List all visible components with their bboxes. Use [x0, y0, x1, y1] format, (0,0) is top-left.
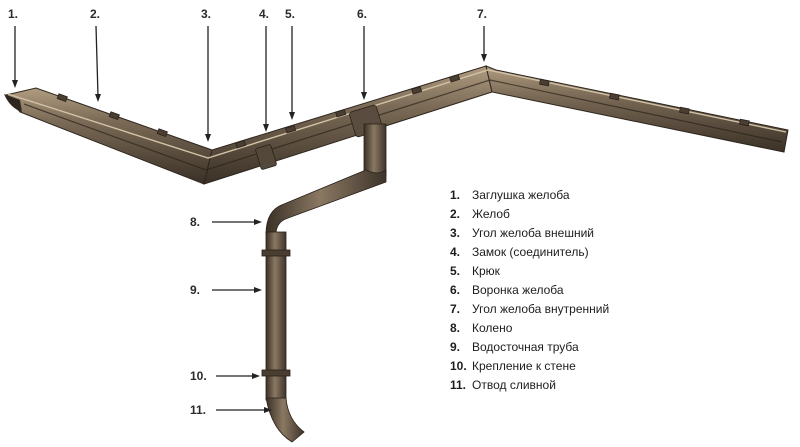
callout-2: 2.: [90, 7, 100, 21]
parts-legend: 1. Заглушка желоба 2. Желоб 3. Угол желоба …: [450, 186, 609, 395]
legend-item: 6. Воронка желоба: [450, 281, 609, 300]
leader-11-arrow: [264, 407, 272, 413]
legend-item: 11. Отвод сливной: [450, 376, 609, 395]
leader-lines: [12, 25, 487, 413]
hook: [609, 92, 620, 101]
legend-item: 2. Желоб: [450, 205, 609, 224]
leader-2-arrow: [95, 94, 101, 102]
leader-6-arrow: [361, 92, 367, 100]
callout-5: 5.: [285, 7, 295, 21]
callout-8: 8.: [190, 215, 200, 229]
hook: [411, 86, 423, 95]
gutter-end-cap: [4, 94, 22, 112]
legend-label: Крюк: [472, 264, 500, 278]
legend-number: 9.: [450, 340, 461, 354]
wall-bracket: [261, 249, 291, 257]
callout-9: 9.: [190, 283, 200, 297]
hook: [108, 111, 120, 121]
callout-6: 6.: [357, 7, 367, 21]
callout-10: 10.: [190, 369, 207, 383]
legend-number: 8.: [450, 321, 461, 335]
legend-item: 7. Угол желоба внутренний: [450, 300, 609, 319]
gutter-hooks: [56, 74, 750, 149]
callout-7: 7.: [477, 7, 487, 21]
legend-label: Колено: [472, 321, 513, 335]
legend-label: Желоб: [472, 207, 510, 221]
hook: [539, 78, 550, 87]
legend-item: 1. Заглушка желоба: [450, 186, 609, 205]
gutter-run: [4, 65, 789, 185]
leader-8-arrow: [254, 219, 262, 225]
legend-number: 2.: [450, 207, 461, 221]
leader-9-arrow: [254, 287, 262, 293]
leader-5-arrow: [289, 112, 295, 120]
elbow: [265, 169, 387, 235]
hook: [449, 74, 461, 83]
legend-item: 4. Замок (соединитель): [450, 243, 609, 262]
gutter-segment-right: [485, 65, 789, 153]
legend-label: Крепление к стене: [472, 359, 576, 373]
legend-label: Заглушка желоба: [472, 188, 570, 202]
callout-3: 3.: [201, 7, 211, 21]
hook: [679, 106, 690, 115]
legend-item: 8. Колено: [450, 319, 609, 338]
legend-number: 7.: [450, 302, 461, 316]
legend-number: 10.: [450, 359, 467, 373]
leader-2: [95, 25, 99, 97]
hook: [156, 128, 168, 138]
gutter-inner-shadow: [23, 79, 783, 171]
leader-3-arrow: [205, 134, 211, 142]
legend-number: 11.: [450, 378, 467, 392]
legend-item: 3. Угол желоба внешний: [450, 224, 609, 243]
callout-1: 1.: [8, 7, 18, 21]
legend-item: 9. Водосточная труба: [450, 338, 609, 357]
legend-label: Угол желоба внешний: [472, 226, 594, 240]
callout-11: 11.: [190, 403, 206, 417]
leader-7-arrow: [481, 54, 487, 62]
legend-label: Угол желоба внутренний: [472, 302, 610, 316]
legend-label: Воронка желоба: [472, 283, 564, 297]
hook: [56, 93, 68, 103]
leader-10-arrow: [252, 373, 260, 379]
hook: [285, 125, 297, 134]
wall-bracket: [261, 369, 291, 377]
legend-item: 5. Крюк: [450, 262, 609, 281]
hook: [335, 109, 347, 118]
callout-numbers: 1. 2. 3. 4. 5. 6. 7. 8. 9. 10. 11.: [8, 7, 487, 417]
callout-4: 4.: [259, 7, 269, 21]
funnel-outlet: [363, 123, 387, 177]
legend-number: 3.: [450, 226, 461, 240]
legend-label: Замок (соединитель): [472, 245, 589, 259]
discharge-outlet: [265, 397, 305, 443]
legend-number: 5.: [450, 264, 461, 278]
hook: [235, 140, 247, 149]
gutter-rim: [7, 69, 787, 159]
legend-number: 6.: [450, 283, 461, 297]
gutter-connector: [255, 144, 277, 170]
legend-label: Водосточная труба: [472, 340, 579, 354]
hook: [739, 118, 750, 127]
legend-number: 1.: [450, 188, 461, 202]
legend-item: 10. Крепление к стене: [450, 357, 609, 376]
downpipe: [261, 123, 387, 443]
legend-label: Отвод сливной: [472, 378, 556, 392]
legend-number: 4.: [450, 245, 461, 259]
leader-4-arrow: [263, 124, 269, 132]
leader-1-arrow: [12, 80, 18, 88]
gutter-segment-left: [5, 87, 213, 185]
